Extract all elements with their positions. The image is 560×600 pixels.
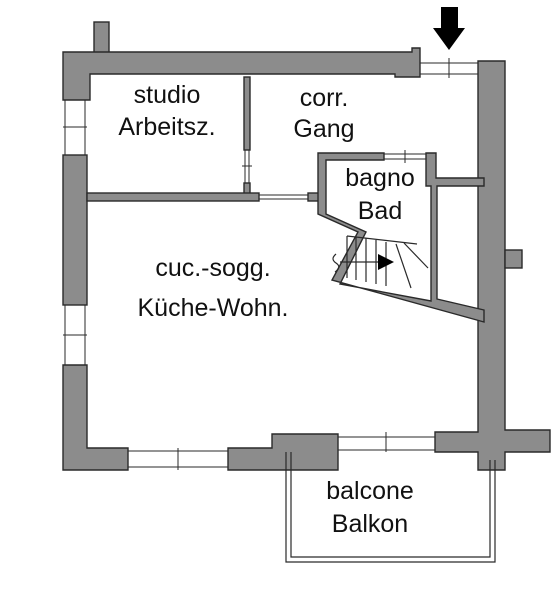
room-label-balcony-de: Balkon bbox=[332, 510, 408, 538]
room-label-bathroom: bagno Bad bbox=[345, 164, 415, 225]
room-label-kitchen-living-it: cuc.-sogg. bbox=[155, 254, 270, 282]
room-label-kitchen-living-de: Küche-Wohn. bbox=[137, 294, 288, 322]
room-label-studio-de: Arbeitsz. bbox=[118, 113, 215, 141]
room-label-bathroom-it: bagno bbox=[345, 164, 415, 192]
room-label-corridor-de: Gang bbox=[293, 115, 354, 143]
room-label-balcony: balcone Balkon bbox=[326, 477, 414, 538]
balcony-outline bbox=[285, 452, 496, 563]
room-label-bathroom-de: Bad bbox=[358, 197, 402, 225]
outer-walls bbox=[62, 21, 551, 471]
room-label-balcony-it: balcone bbox=[326, 477, 414, 505]
room-label-studio: studio Arbeitsz. bbox=[118, 81, 215, 141]
arrow-down-icon bbox=[433, 7, 465, 50]
room-label-corridor-it: corr. bbox=[300, 84, 349, 112]
room-label-corridor: corr. Gang bbox=[293, 84, 354, 143]
windows bbox=[63, 58, 478, 470]
inner-walls bbox=[86, 76, 485, 323]
room-label-studio-it: studio bbox=[134, 81, 201, 109]
staircase bbox=[332, 235, 429, 289]
room-label-kitchen-living: cuc.-sogg. Küche-Wohn. bbox=[137, 254, 288, 322]
